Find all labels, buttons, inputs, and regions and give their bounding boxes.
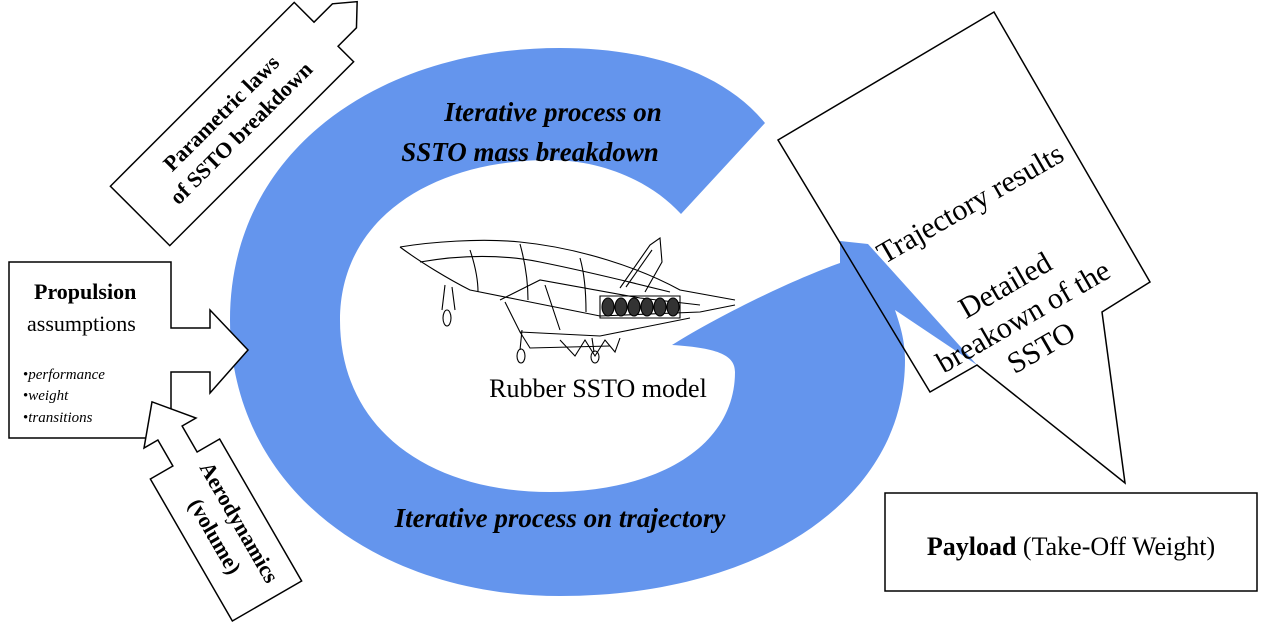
propulsion-subtitle: assumptions	[27, 311, 136, 336]
cycle-top-label-line1: Iterative process on	[443, 97, 661, 127]
payload-rest: (Take-Off Weight)	[1016, 532, 1215, 561]
ssto-spaceplane-drawing	[399, 237, 736, 364]
aerodynamics-arrow-shape	[143, 400, 303, 623]
payload-box	[884, 492, 1258, 592]
propulsion-item-performance: performance	[27, 367, 105, 383]
propulsion-item-transitions: transitions	[28, 410, 92, 426]
cycle-top-label-line2: SSTO mass breakdown	[401, 137, 659, 167]
propulsion-bullet-2: •weight	[23, 388, 69, 404]
propulsion-title: Propulsion	[34, 279, 136, 304]
iterative-cycle-ring	[230, 48, 977, 596]
payload-label: Payload (Take-Off Weight)	[927, 532, 1215, 561]
output-results-arrow	[776, 10, 1152, 485]
parametric-laws-arrow-shape	[109, 0, 358, 247]
propulsion-bullet-3: •transitions	[23, 410, 93, 426]
propulsion-bullet-1: •performance	[23, 367, 105, 383]
rubber-ssto-model-label: Rubber SSTO model	[489, 374, 707, 403]
propulsion-item-weight: weight	[28, 388, 69, 404]
propulsion-arrow-shape	[8, 261, 250, 439]
payload-bold: Payload	[927, 532, 1017, 561]
cycle-bottom-label: Iterative process on trajectory	[394, 503, 727, 533]
